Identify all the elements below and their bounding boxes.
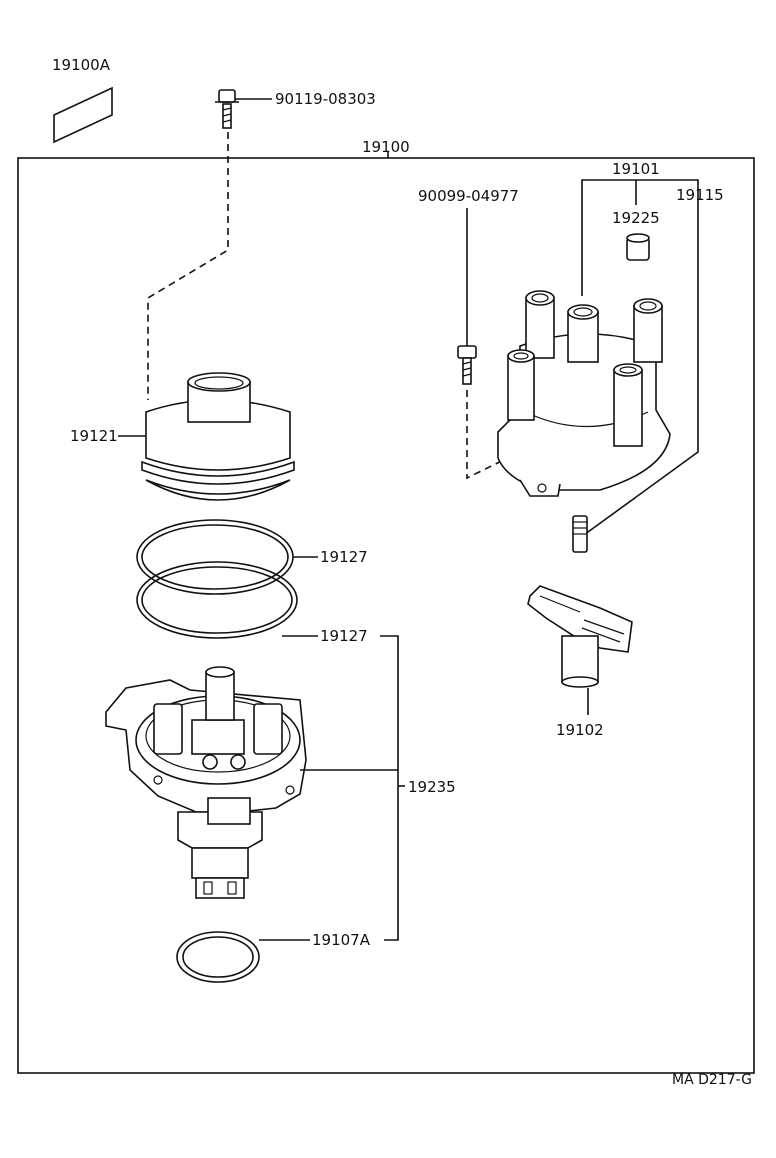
part-90099-label: 90099-04977 xyxy=(418,187,519,205)
label-sticker-part: 19100A xyxy=(52,56,113,144)
rotor-part: 19102 xyxy=(527,585,633,739)
part-19127-upper-label: 19127 xyxy=(320,548,368,566)
housing-cover-part: 19121 xyxy=(70,372,295,501)
part-19100-label: 19100 xyxy=(362,138,410,156)
o-ring-lower-part: 19127 xyxy=(136,561,368,645)
gasket-part: 19107A xyxy=(176,931,371,983)
part-19225-label: 19225 xyxy=(612,209,660,227)
part-19121-label: 19121 xyxy=(70,427,118,445)
screw-90099-part: 90099-04977 xyxy=(418,187,519,385)
bolt-90119-part: 90119-08303 xyxy=(215,89,376,129)
o-ring-upper-part: 19127 xyxy=(136,519,368,595)
part-19127-lower-label: 19127 xyxy=(320,627,368,645)
part-90119-label: 90119-08303 xyxy=(275,90,376,108)
spring-part xyxy=(572,515,588,553)
carbon-insert-part xyxy=(626,233,650,261)
group-19235-bracket xyxy=(380,635,399,941)
diagram-code: MA D217-G xyxy=(672,1072,752,1088)
assembly-frame xyxy=(17,157,755,1074)
part-19235-label: 19235 xyxy=(408,778,456,796)
part-19100A-label: 19100A xyxy=(52,56,111,74)
part-19107A-label: 19107A xyxy=(312,931,371,949)
bolt-90119-guide xyxy=(147,132,229,400)
distributor-housing-part xyxy=(105,666,398,899)
distributor-cap-part xyxy=(497,290,671,497)
part-19102-label: 19102 xyxy=(556,721,604,739)
part-19101-label: 19101 xyxy=(612,160,660,178)
group-19101-bracket xyxy=(576,179,699,541)
part-19115-label: 19115 xyxy=(676,186,724,204)
